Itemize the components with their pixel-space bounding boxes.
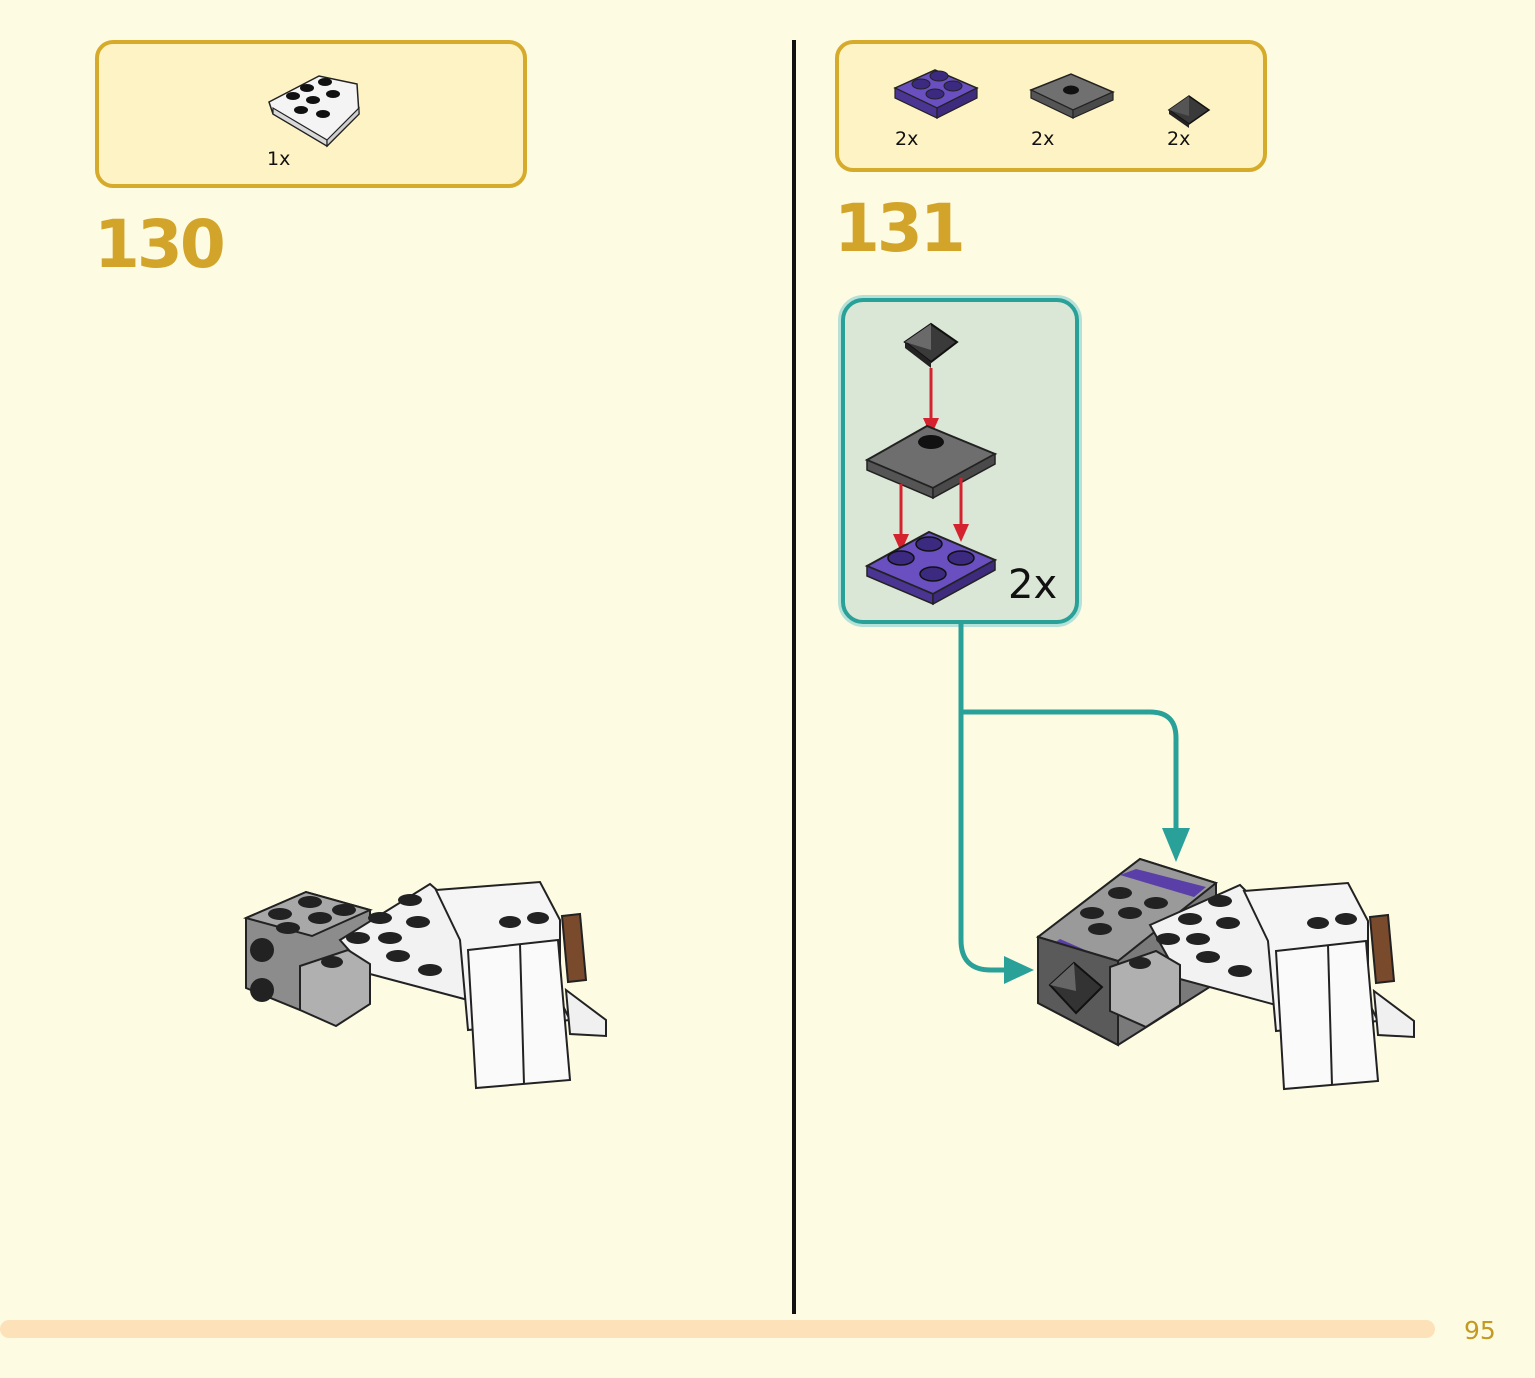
model-illustration-step-131 xyxy=(1035,857,1415,1091)
page-divider xyxy=(792,40,796,1314)
step-number: 130 xyxy=(94,206,226,283)
part-quantity: 1x xyxy=(267,148,291,170)
page-number: 95 xyxy=(1464,1316,1496,1345)
sub-assembly-multiplier: 2x xyxy=(1008,562,1058,608)
part-quantity: 2x xyxy=(1167,128,1191,150)
dark-gray-jumper-plate-icon xyxy=(1029,73,1115,119)
sub-assembly-callout: 2x xyxy=(841,298,1079,624)
step-number: 131 xyxy=(834,190,966,267)
white-wedge-plate-icon xyxy=(268,75,360,148)
parts-callout-step-131: 2x 2x 2x xyxy=(835,40,1267,172)
black-pyramid-tile-icon xyxy=(1167,95,1211,128)
purple-2x2-plate-icon xyxy=(893,69,979,119)
model-illustration-step-130 xyxy=(242,880,607,1090)
parts-callout-step-130: 1x xyxy=(95,40,527,188)
part-quantity: 2x xyxy=(895,128,919,150)
part-quantity: 2x xyxy=(1031,128,1055,150)
sub-assembly-illustration xyxy=(864,322,998,606)
footer-bar xyxy=(0,1320,1435,1338)
